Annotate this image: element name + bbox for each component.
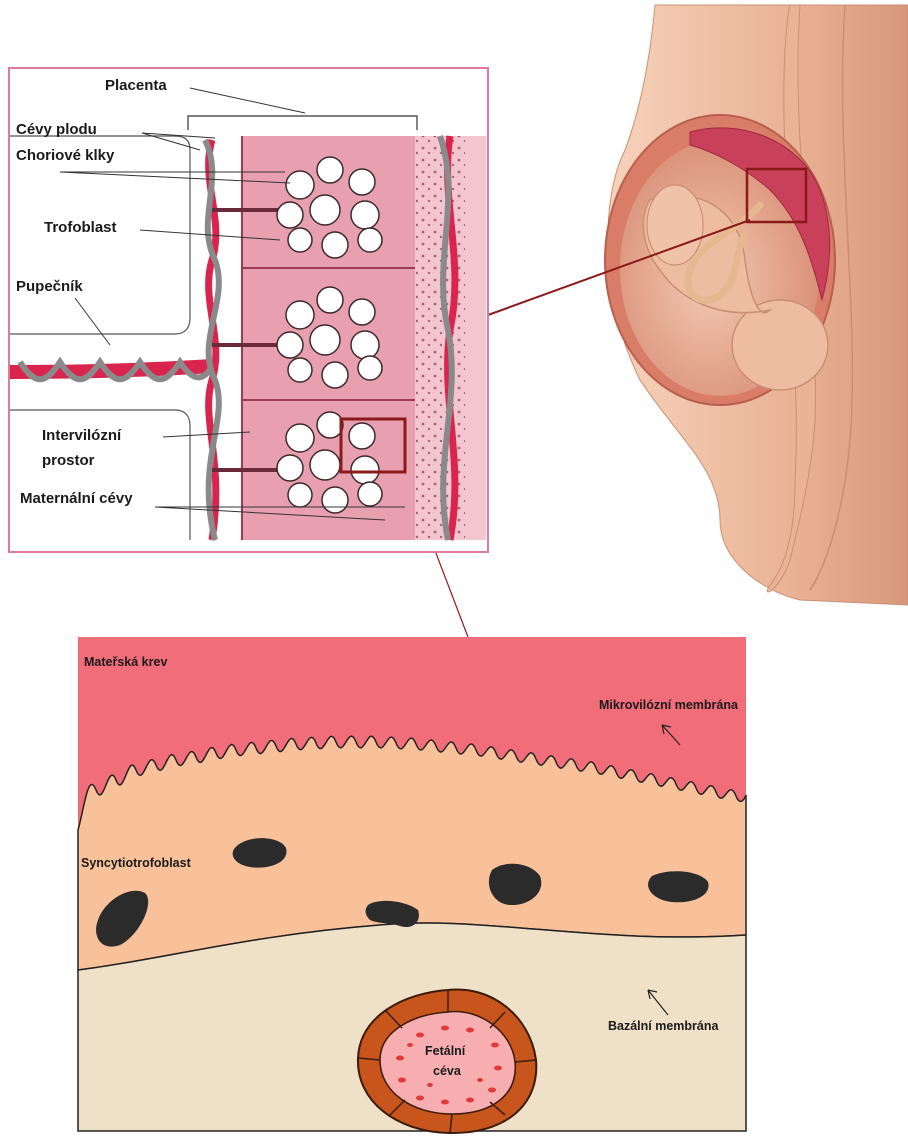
fetal-vessel xyxy=(358,989,536,1133)
fetus-head xyxy=(732,300,828,390)
label-ceva: céva xyxy=(433,1064,461,1078)
pregnant-body xyxy=(605,5,908,605)
label-fetalni: Fetální xyxy=(425,1044,465,1058)
label-bazalni-membrana: Bazální membrána xyxy=(608,1019,718,1033)
label-placenta: Placenta xyxy=(105,77,167,94)
label-materska-krev: Mateřská krev xyxy=(84,655,167,669)
label-intervilozni: Intervilózní xyxy=(42,427,121,444)
label-pupecnik: Pupečník xyxy=(16,278,83,295)
label-cevy-plodu: Cévy plodu xyxy=(16,121,97,138)
label-prostor: prostor xyxy=(42,452,95,469)
label-maternalni-cevy: Maternální cévy xyxy=(20,490,133,507)
label-syncytiotrofoblast: Syncytiotrofoblast xyxy=(81,856,191,870)
label-choriove-klky: Choriové klky xyxy=(16,147,114,164)
villus-tree-3 xyxy=(277,412,382,513)
fetus-leg xyxy=(647,185,703,265)
label-trofoblast: Trofoblast xyxy=(44,219,117,236)
placenta-schematic xyxy=(9,68,488,552)
label-mikrovilozni-membrana: Mikrovilózní membrána xyxy=(599,698,738,712)
